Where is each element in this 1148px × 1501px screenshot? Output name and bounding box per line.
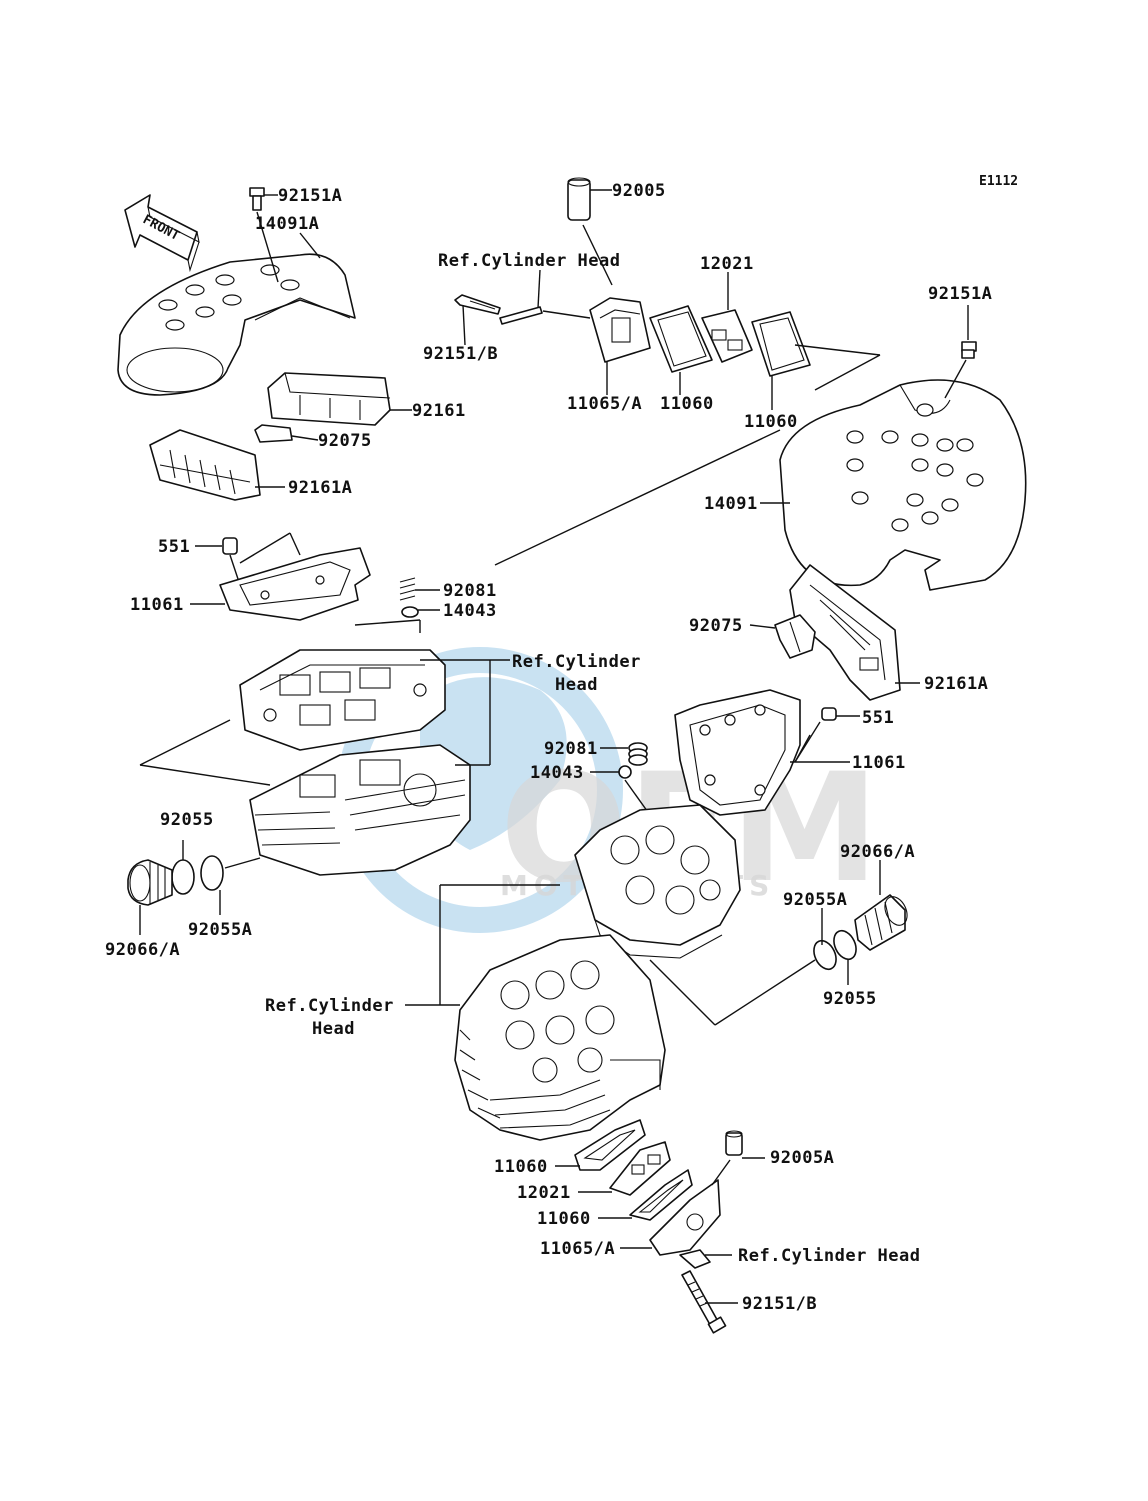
label-92081-mid: 92081 [544,739,598,759]
gasket-11061-left [219,547,371,621]
label-92151A-top: 92151A [278,186,342,206]
bolt-92151A-top [249,187,265,211]
label-11060-top2: 11060 [744,412,798,432]
label-92075-right: 92075 [689,616,743,636]
label-ref-cylinder-low-1: Ref.Cylinder [265,996,394,1016]
label-ref-cylinder-low-2: Head [312,1019,355,1039]
o-ring-92055-right [833,929,857,961]
spring-92081-mid [628,742,648,766]
gasket-11060-low1 [574,1119,646,1171]
label-92161: 92161 [412,401,466,421]
o-ring-92055-left [171,859,195,895]
holder-92066A-left [127,859,173,906]
label-11061-right: 11061 [852,753,906,773]
cover-11065A-top [589,297,651,363]
bolt-92151B-low [681,1270,727,1334]
label-92075-left: 92075 [318,431,372,451]
label-551-right: 551 [862,708,894,728]
guard-92161A-left [149,429,261,501]
left-cylinder-head [239,649,471,876]
damper-92075-left [254,424,293,443]
label-92161A-left: 92161A [288,478,352,498]
label-551-left: 551 [158,537,190,557]
label-92055-left: 92055 [160,810,214,830]
label-11065A-top: 11065/A [567,394,642,414]
spring-92081-top [399,577,416,601]
label-92055A-left: 92055A [188,920,252,940]
label-14091A: 14091A [255,214,319,234]
gasket-11060-low2 [629,1169,693,1221]
label-ref-cylinder-head-top: Ref.Cylinder Head [438,251,621,271]
label-92151B-low: 92151/B [742,1294,817,1314]
label-92066A-left: 92066/A [105,940,180,960]
label-14043-top: 14043 [443,601,497,621]
dowel-551-left [222,537,238,555]
left-head-cover-14091A [117,253,356,396]
holder-92066A-right [854,894,908,951]
label-92161A-right: 92161A [924,674,988,694]
cover-11065A-low [649,1179,721,1256]
label-92055-right: 92055 [823,989,877,1009]
cap-14043-top [401,606,419,618]
label-92055A-right: 92055A [783,890,847,910]
damper-92075-right [774,614,816,659]
label-ref-cylinder-head-bottom: Ref.Cylinder Head [738,1246,921,1266]
label-14043-mid: 14043 [530,763,584,783]
label-ref-cylinder-mid-1: Ref.Cylinder [512,652,641,672]
right-cylinder-head-upper [574,804,741,959]
label-12021-low: 12021 [517,1183,571,1203]
label-92081-top: 92081 [443,581,497,601]
gasket-11060-top2 [751,311,811,377]
gasket-11060-top1 [649,305,713,373]
label-11061-left: 11061 [130,595,184,615]
label-92151A-right: 92151A [928,284,992,304]
label-11065A-low: 11065/A [540,1239,615,1259]
bolt-92151A-right [961,341,977,359]
label-92005: 92005 [612,181,666,201]
dowel-551-right [821,707,837,721]
lower-cylinder-head [454,934,666,1141]
label-92066A-right: 92066/A [840,842,915,862]
diagram-code: E1112 [979,174,1018,189]
label-11060-top1: 11060 [660,394,714,414]
label-92151B-top: 92151/B [423,344,498,364]
label-14091: 14091 [704,494,758,514]
label-11060-low1: 11060 [494,1157,548,1177]
pin-92005A [725,1130,743,1156]
bracket-ref-bottom [679,1249,711,1269]
guard-92161A-right [789,564,901,701]
pin-92005 [567,177,591,221]
reed-valve-12021-top [701,309,753,363]
cap-14043-mid [618,765,632,779]
gasket-11061-right [674,689,801,816]
guard-92161 [267,372,391,426]
bolt-92151B-top [454,294,501,315]
label-11060-low2: 11060 [537,1209,591,1229]
o-ring-92055A-right [813,939,837,971]
right-head-cover-14091 [779,379,1027,591]
label-12021-top: 12021 [700,254,754,274]
front-arrow-icon: FRONT [124,194,200,273]
label-ref-cylinder-mid-2: Head [555,675,598,695]
reed-valve-12021-low [609,1141,671,1196]
label-92005A: 92005A [770,1148,834,1168]
guide-rod [499,306,543,325]
o-ring-92055A-left [200,855,224,891]
